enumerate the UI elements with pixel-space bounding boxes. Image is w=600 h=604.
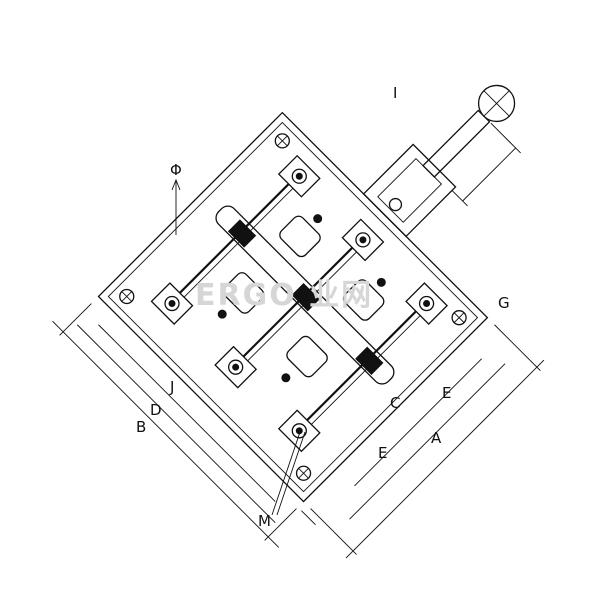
rivet-2 <box>376 277 386 287</box>
base-plate-inner-edge <box>107 121 479 493</box>
handle-pivot-screw <box>388 197 403 212</box>
ext-line-a1 <box>494 324 541 372</box>
ext-line-b1 <box>59 303 92 336</box>
watermark: ERGO 业网 <box>195 278 373 313</box>
dim-line-j <box>98 324 276 502</box>
dim-line-b <box>52 320 280 548</box>
handle-slot <box>377 157 443 223</box>
dim-line-a <box>345 359 545 559</box>
ext-line-a2 <box>310 508 357 555</box>
handle-bracket <box>362 143 457 238</box>
rivet-1 <box>313 214 323 224</box>
pole-left <box>150 154 321 325</box>
leader-m <box>271 431 301 516</box>
label-j: J <box>169 378 174 396</box>
pole-middle <box>214 218 385 389</box>
mounting-holes <box>119 133 467 481</box>
support-insulator-2 <box>342 279 385 321</box>
support-insulator-3 <box>222 272 265 314</box>
dim-line-c <box>354 358 483 487</box>
ext-line-b2 <box>264 508 297 541</box>
label-a: A <box>431 429 442 447</box>
label-i: I <box>393 84 397 102</box>
support-insulator-4 <box>286 335 328 378</box>
dim-line-d <box>76 324 276 524</box>
terminal-top-left-core <box>295 172 303 180</box>
label-b: B <box>136 418 146 436</box>
blade-clamp-right <box>355 346 384 375</box>
blade-clamp-left <box>227 219 257 248</box>
support-insulator-1 <box>279 215 321 258</box>
blade-clamp-middle <box>291 283 320 312</box>
label-phi: Φ <box>170 161 182 179</box>
label-m: M <box>258 512 271 530</box>
dim-line-g <box>301 510 316 526</box>
handle-knob-centerline-v <box>483 90 510 117</box>
rotated-assembly <box>52 84 545 559</box>
rivet-3 <box>217 309 227 319</box>
handle-shaft <box>422 109 491 178</box>
leader-m-2 <box>276 431 306 516</box>
label-c: C <box>390 394 400 412</box>
terminal-bottom-right-core <box>295 427 303 435</box>
dim-line-i <box>462 147 516 202</box>
label-e-right: E <box>442 384 451 402</box>
terminal-top-middle-core <box>359 236 367 244</box>
label-d: D <box>150 401 162 419</box>
label-e-left: E <box>378 444 387 462</box>
rivet-4 <box>281 373 291 383</box>
terminal-bottom-left-core <box>168 300 176 308</box>
leader-phi-arrow <box>171 178 181 191</box>
pole-right <box>277 282 448 453</box>
dim-line-e <box>349 363 506 520</box>
terminal-top-right-core <box>423 300 431 308</box>
label-g: G <box>498 294 510 312</box>
terminal-bottom-middle-core <box>232 363 240 371</box>
